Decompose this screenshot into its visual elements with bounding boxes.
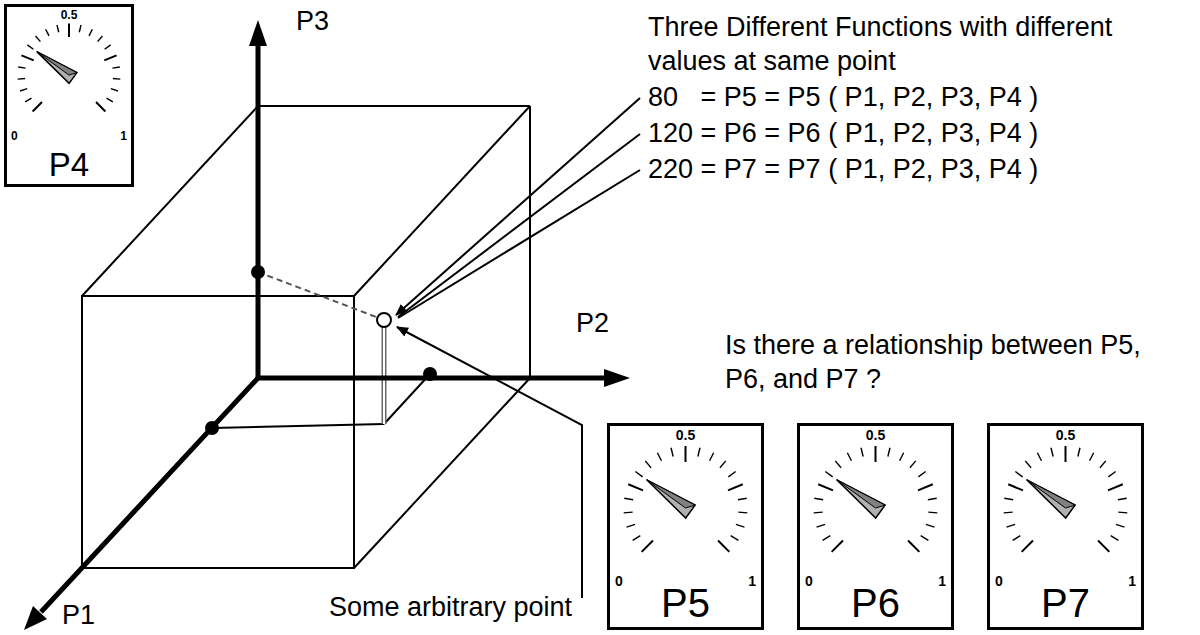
heading-text: Three Different Functions with different…: [648, 10, 1168, 78]
scale-mark: 1: [748, 574, 756, 588]
leader-lines: [396, 98, 640, 598]
scale-mark: 0.5: [7, 9, 131, 21]
gauge-name: P4: [7, 148, 131, 181]
axis-dots: [205, 265, 437, 435]
projection-lines: [212, 272, 430, 428]
equation-text: 120 = P6 = P6 ( P1, P2, P3, P4 ): [648, 116, 1038, 150]
gauge-name: P6: [800, 583, 951, 623]
scale-mark: 1: [1128, 574, 1136, 588]
scale-mark: 1: [120, 130, 127, 142]
gauge-dial: 0.5 0 1P4: [4, 4, 134, 187]
equation-text: 80 = P5 = P5 ( P1, P2, P3, P4 ): [648, 80, 1038, 114]
scale-mark: 0: [805, 574, 813, 588]
axis-label: P2: [576, 306, 609, 340]
question-text: Is there a relationship between P5, P6, …: [725, 328, 1145, 396]
gauge-dial: 0.5 0 1P5: [607, 423, 764, 630]
scale-mark: 0: [11, 130, 18, 142]
scale-mark: 0.5: [990, 428, 1141, 442]
scale-mark: 0.5: [610, 428, 761, 442]
axis-label: P1: [62, 598, 95, 632]
gauge-dial: 0.5 0 1P7: [987, 423, 1144, 630]
equation-text: 220 = P7 = P7 ( P1, P2, P3, P4 ): [648, 152, 1038, 186]
arbitrary-point: [377, 313, 391, 327]
scale-mark: 1: [938, 574, 946, 588]
axis-label: P3: [296, 4, 329, 38]
callout-text: Some arbitrary point: [230, 590, 572, 624]
scale-mark: 0: [615, 574, 623, 588]
gauge-name: P5: [610, 583, 761, 623]
gauge-dial: 0.5 0 1P6: [797, 423, 954, 630]
scale-mark: 0: [995, 574, 1003, 588]
scale-mark: 0.5: [800, 428, 951, 442]
gauge-name: P7: [990, 583, 1141, 623]
